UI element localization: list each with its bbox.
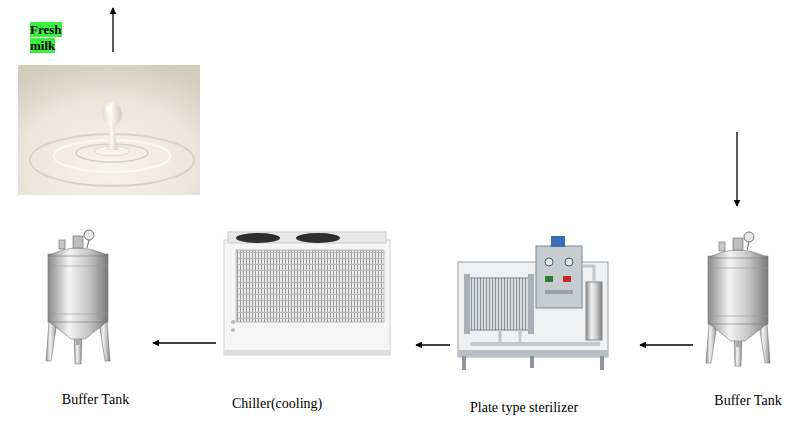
sterilizer-picture bbox=[458, 236, 608, 370]
equipment-box: Chiller(cooling) bbox=[218, 228, 414, 412]
product-label: Fresh milk bbox=[30, 22, 72, 54]
buffer-tank-picture bbox=[46, 230, 110, 364]
chiller-picture bbox=[224, 232, 390, 355]
milk-picture bbox=[18, 65, 200, 195]
buffer-tank-picture bbox=[706, 232, 770, 366]
equipment-box: Plate type sterilizer bbox=[452, 230, 638, 416]
inflow-arrow bbox=[736, 132, 737, 206]
equipment-box: Buffer Tank bbox=[40, 222, 151, 408]
equipment-label: Buffer Tank bbox=[695, 392, 800, 409]
outflow-arrow bbox=[112, 8, 113, 52]
flow-arrow bbox=[416, 344, 450, 345]
highlight: Fresh milk bbox=[30, 22, 62, 53]
flow-arrow bbox=[640, 344, 693, 345]
equipment-label: Plate type sterilizer bbox=[470, 399, 638, 416]
product-box: Fresh milk bbox=[18, 22, 200, 195]
flow-arrow bbox=[153, 342, 216, 343]
equipment-box: Buffer Tank bbox=[695, 226, 800, 409]
equipment-label: Chiller(cooling) bbox=[232, 395, 414, 412]
equipment-label: Buffer Tank bbox=[40, 391, 151, 408]
